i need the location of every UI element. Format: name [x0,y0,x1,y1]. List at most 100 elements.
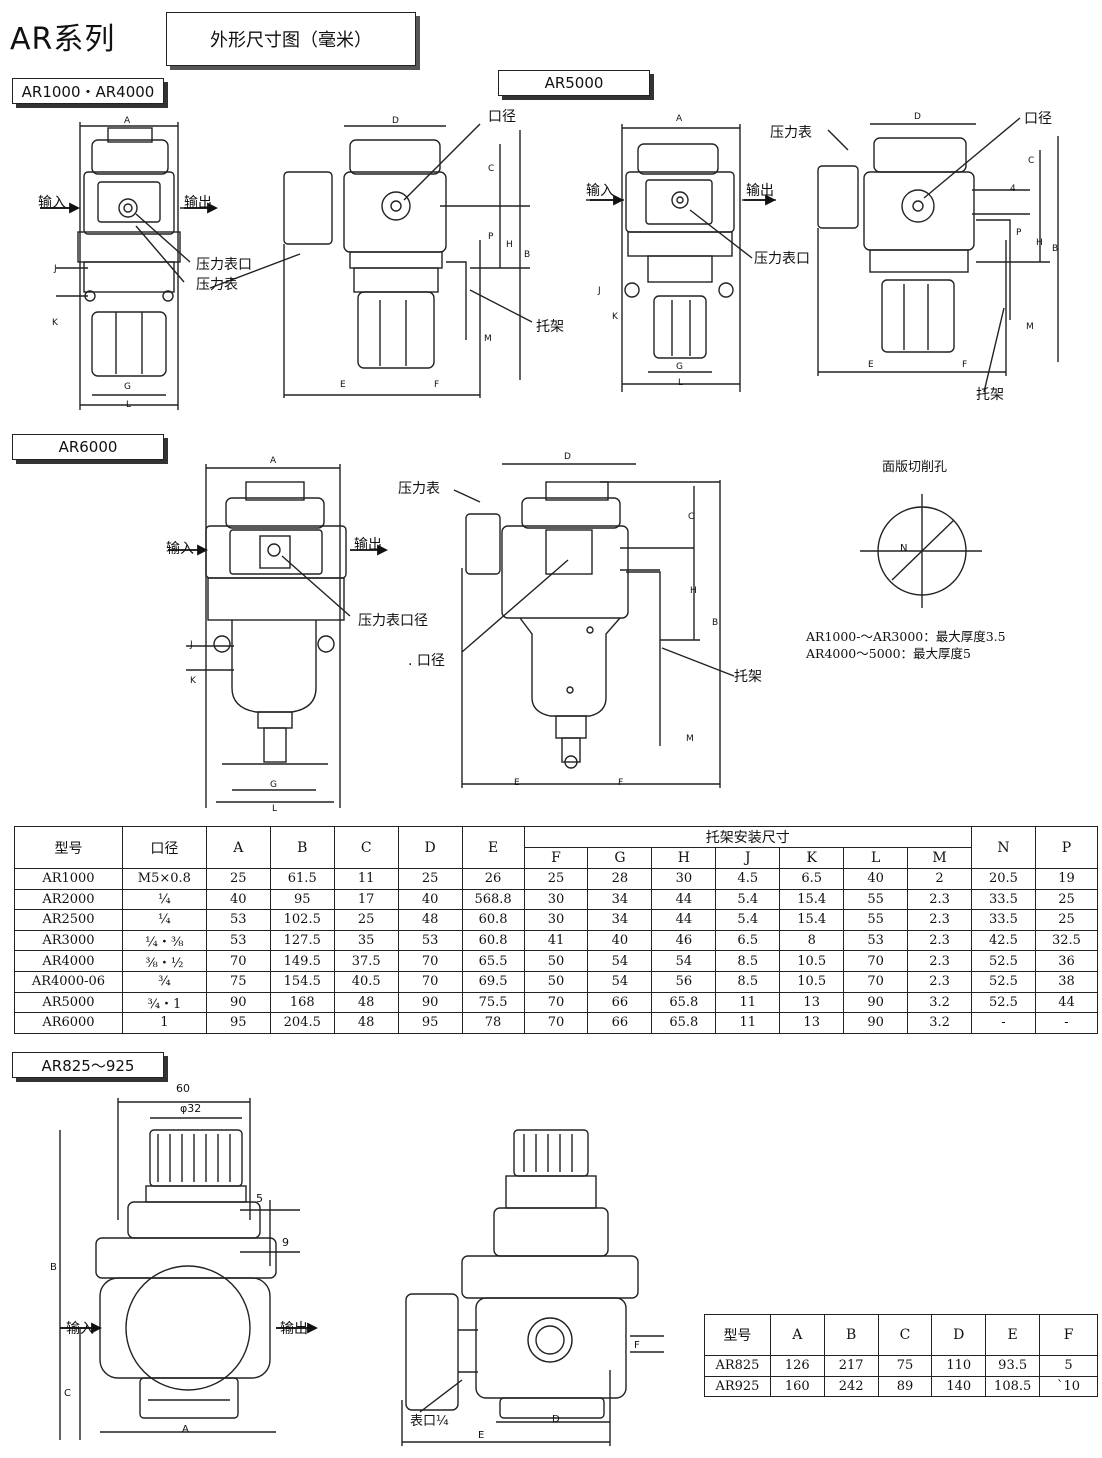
table-cell: 95 [205,1012,271,1034]
ar825-drawings [59,1098,664,1446]
table-cell: 168 [269,991,335,1014]
table-cell: 40 [587,929,653,952]
label-bracket-ar6000: 托架 [734,669,762,685]
label-gauge-port-ar1000: 压力表口 [196,257,252,273]
table-cell: 34 [587,888,653,911]
dim-b-ar5000: B [1052,244,1059,254]
table-cell: 160 [769,1375,825,1398]
table-cell: 2.3 [907,929,973,952]
table-cell: 48 [333,1012,399,1034]
table-cell: 15.4 [779,888,845,911]
table-cell: 8.5 [715,970,781,993]
dim-f-ar825: F [634,1340,640,1351]
table-cell: 11 [715,1012,781,1034]
table-cell: 55 [843,909,909,931]
table-cell: 5.4 [715,909,781,931]
table-cell: 52.5 [971,970,1036,993]
table-cell: 127.5 [269,929,335,952]
label-input-ar825: 输入 [66,1321,94,1337]
dim-c-ar6000: C [688,512,695,522]
table-cell: 65.8 [651,1012,717,1034]
th-l: L [843,847,909,869]
dim-n-panel: N [900,543,908,554]
table-cell: 2.3 [907,888,973,911]
dim-5-ar825: 5 [256,1192,263,1205]
dim-e-ar6000: E [514,778,520,788]
table-cell: 32.5 [1034,929,1099,952]
table-cell: 52.5 [971,950,1036,972]
table-header-cell: B [823,1314,879,1356]
dim-a-ar1000: A [124,116,131,126]
dim-d-ar5000: D [914,112,921,122]
label-panel-cut: 面版切削孔 [882,460,948,475]
table-cell: 44 [1034,991,1099,1014]
table-cell: 70 [843,970,909,993]
dim-e-ar825: E [478,1430,485,1441]
upper-drawings [40,117,1059,410]
table-cell: 10.5 [779,970,845,993]
table-cell: 54 [587,950,653,972]
table-cell: 65.8 [651,991,717,1014]
label-port-ar1000: 口径 [488,109,516,125]
table-cell: 13 [779,1012,845,1034]
dim-b-ar1000: B [524,250,531,260]
table-cell: 95 [269,888,335,911]
label-gauge-ar1000: 压力表 [196,277,238,293]
table-header-cell: E [985,1314,1041,1356]
table-header-cell: F [1039,1314,1098,1356]
dim-b-ar6000: B [712,618,719,628]
table-cell: 70 [523,991,589,1014]
dim-l-ar5000: L [678,378,684,388]
ar6000-front-view [186,464,351,808]
table-cell: 75 [877,1355,933,1377]
section-tag-ar825-925: AR825～925 [12,1052,164,1078]
table-cell: 66 [587,1012,653,1034]
label-output-ar6000: 输出 [354,537,382,553]
th-h: H [651,847,717,869]
table-cell: AR4000-06 [14,970,123,993]
table-cell: 3.2 [907,991,973,1014]
table-cell: 30 [651,868,717,890]
dim-k-ar1000: K [52,318,58,328]
label-gauge-port-quarter: 表口¼ [410,1414,449,1429]
table-cell: 48 [397,909,463,931]
table-cell: AR2500 [14,909,123,931]
table-cell: 78 [461,1012,525,1034]
table-cell: 242 [823,1375,879,1398]
table-cell: 25 [1034,888,1099,911]
ar5000-side-view [817,117,1059,393]
dim-60-ar825: 60 [176,1082,190,1095]
ar825-front-view [59,1098,316,1440]
table-cell: 54 [651,950,717,972]
table-cell: 8.5 [715,950,781,972]
table-cell: 90 [843,991,909,1014]
section-tag-ar5000: AR5000 [498,70,650,96]
dim-4-ar5000: 4 [1010,184,1016,194]
dim-l-ar1000: L [126,400,132,410]
table-cell: 90 [843,1012,909,1034]
table-cell: 25 [333,909,399,931]
table-cell: 568.8 [461,888,525,911]
table-cell: 8 [779,929,845,952]
table-cell: 89 [877,1375,933,1398]
th-p: P [1034,826,1099,869]
label-bracket-ar5000: 托架 [976,387,1004,403]
th-bracket-group: 托架安装尺寸 [523,826,973,848]
table-cell: 13 [779,991,845,1014]
label-port-ar5000: 口径 [1024,111,1052,127]
table-cell: 140 [931,1375,987,1398]
dim-g-ar5000: G [676,362,683,372]
table-cell: 37.5 [333,950,399,972]
dim-p-ar1000: P [488,232,494,242]
th-f: F [523,847,589,869]
ar6000-drawings [168,463,982,808]
table-cell: 53 [205,929,271,952]
dim-k-ar5000: K [612,312,618,322]
